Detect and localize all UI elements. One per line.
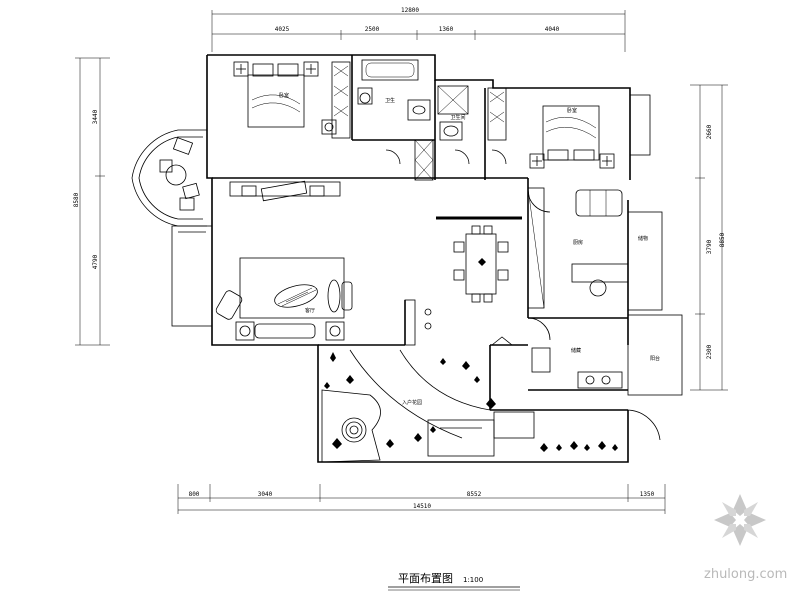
balcony-arc	[131, 129, 213, 327]
top-total-dim: 12800	[401, 7, 419, 14]
room-label-living-room: 客厅	[305, 307, 315, 314]
bottom-seg-3: 8552	[467, 491, 482, 498]
right-total-dim: 8850	[719, 232, 726, 247]
room-label-storage: 储物	[638, 235, 648, 242]
watermark-text: zhulong.com	[704, 567, 787, 582]
bottom-seg-2: 3040	[258, 491, 273, 498]
bottom-dimensions: 800 3040 8552 1350 14510	[177, 484, 666, 514]
utility-room: 储藏	[527, 317, 623, 389]
top-seg-3: 1360	[439, 26, 454, 33]
right-dimensions: 8850 2660 3790 2300	[690, 84, 728, 391]
top-seg-4: 4040	[545, 26, 560, 33]
garden-plants	[324, 352, 618, 452]
left-seg-1: 3440	[92, 109, 99, 124]
left-dimensions: 8580 3440 4790	[73, 57, 110, 346]
watermark-logo	[714, 494, 766, 546]
bottom-seg-4: 1350	[640, 491, 655, 498]
room-label-utility: 储藏	[571, 347, 581, 354]
room-label-balcony: 阳台	[650, 355, 660, 362]
right-annex: 储物 阳台	[627, 94, 683, 396]
bedroom-2: 卧室	[487, 87, 615, 169]
room-label-garden: 入户花园	[402, 399, 422, 406]
bottom-seg-1: 800	[189, 491, 200, 498]
top-dimensions: 12800 4025 2500 1360 4040	[211, 7, 626, 52]
room-label-bathroom-1: 卫生	[385, 97, 395, 104]
drawing-title: 平面布置图	[398, 572, 453, 585]
top-seg-2: 2500	[365, 26, 380, 33]
entrance-garden: 入户花园	[321, 336, 661, 463]
kitchen: 厨房	[527, 187, 629, 309]
top-seg-1: 4025	[275, 26, 290, 33]
right-seg-1: 2660	[706, 124, 713, 139]
bathroom-2: 卫生间	[385, 85, 507, 181]
bathroom-1: 卫生	[357, 59, 431, 121]
right-seg-3: 2300	[706, 344, 713, 359]
left-seg-2: 4790	[92, 254, 99, 269]
left-total-dim: 8580	[73, 192, 80, 207]
room-label-master-bedroom: 卧室	[279, 92, 289, 99]
right-seg-2: 3790	[706, 239, 713, 254]
room-label-kitchen: 厨房	[573, 239, 583, 246]
room-label-bedroom-2: 卧室	[567, 107, 577, 114]
master-bedroom: 卧室	[233, 61, 351, 139]
drawing-title-block: 平面布置图 1:100	[388, 572, 520, 591]
drawing-scale: 1:100	[463, 576, 483, 584]
room-label-bathroom-2: 卫生间	[450, 114, 465, 121]
bottom-total-dim: 14510	[413, 503, 431, 510]
living-room: 客厅	[215, 180, 509, 346]
